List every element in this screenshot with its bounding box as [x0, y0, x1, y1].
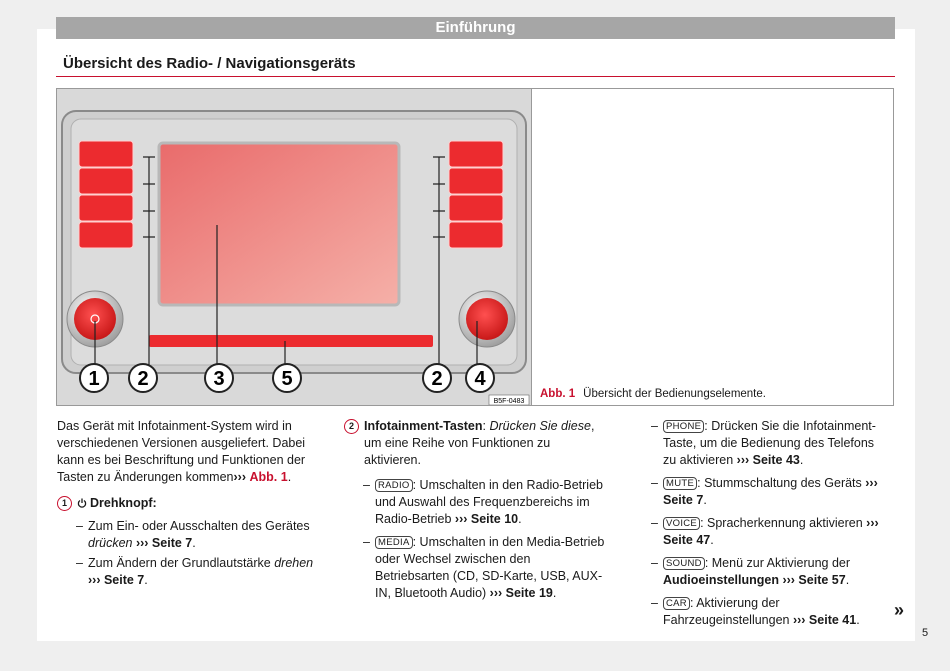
- callout-3: 3: [213, 368, 224, 390]
- radio-key: RADIO: [375, 479, 413, 492]
- radio-entry: –RADIO: Umschalten in den Radio-Betrieb …: [363, 478, 603, 526]
- page-number: 5: [922, 627, 929, 639]
- right-knob: [458, 290, 516, 348]
- callouts: 1 2 3 5 2 4: [79, 363, 495, 393]
- car-entry: –CAR: Aktivierung der Fahrzeugeinstellun…: [651, 596, 860, 627]
- media-entry: –MEDIA: Umschalten in den Media-Betrieb …: [363, 535, 605, 600]
- media-key: MEDIA: [375, 536, 413, 549]
- column-3: –PHONE: Drücken Sie die Infotainment-Tas…: [651, 418, 885, 629]
- mute-key: MUTE: [663, 477, 698, 490]
- page-ref[interactable]: ››› Seite 43: [736, 453, 800, 467]
- caption-text: Übersicht der Bedienungselemente.: [583, 388, 766, 400]
- page-ref[interactable]: ››› Seite 57: [782, 573, 846, 587]
- figure-frame: [56, 88, 894, 406]
- left-knob: [66, 290, 124, 348]
- callout-2-left: 2: [137, 368, 148, 390]
- callout-4: 4: [474, 368, 486, 390]
- display-screen: [157, 141, 401, 307]
- item-number-2: 2: [344, 419, 359, 434]
- page-ref[interactable]: ››› Seite 7: [663, 476, 878, 507]
- callout-5: 5: [281, 368, 292, 390]
- phone-key: PHONE: [663, 420, 705, 433]
- page-ref[interactable]: ››› Seite 7: [135, 536, 193, 550]
- page-ref[interactable]: ››› Seite 41: [792, 613, 857, 627]
- figure-caption: Abb. 1 Übersicht der Bedienungselemente.: [540, 388, 766, 400]
- voice-key: VOICE: [663, 517, 701, 530]
- sound-key: SOUND: [663, 557, 705, 570]
- section-title: Übersicht des Radio- / Navigationsgeräts: [63, 55, 356, 72]
- page-ref[interactable]: ››› Seite 7: [88, 573, 145, 587]
- item-1: 1 Drehknopf:: [57, 495, 319, 512]
- power-icon: [77, 498, 87, 508]
- item-number-1: 1: [57, 496, 72, 511]
- caption-number: Abb. 1: [540, 388, 576, 400]
- figure-separator: [531, 89, 532, 405]
- item-1-title: Drehknopf: [90, 496, 153, 510]
- chapter-header: Einführung: [56, 17, 895, 39]
- figure-link[interactable]: Abb. 1: [249, 470, 288, 484]
- right-buttons: [448, 140, 504, 249]
- column-1: Das Gerät mit Infotainment-System wird i…: [57, 418, 319, 589]
- intro-paragraph: Das Gerät mit Infotainment-System wird i…: [57, 419, 306, 484]
- callout-1: 1: [88, 368, 99, 390]
- section-rule: [56, 76, 895, 77]
- left-buttons: [78, 140, 134, 249]
- cd-slot: [149, 335, 433, 347]
- callout-2-right: 2: [431, 368, 442, 390]
- voice-entry: –VOICE: Spracherkennung aktivieren ››› S…: [651, 516, 879, 547]
- continued-marker: »: [894, 600, 905, 620]
- page-ref[interactable]: ››› Seite 19: [489, 586, 553, 600]
- item-1-sub-2: –Zum Ändern der Grundlautstärke drehen ›…: [76, 556, 314, 587]
- phone-entry: –PHONE: Drücken Sie die Infotainment-Tas…: [651, 419, 876, 467]
- mute-entry: –MUTE: Stummschaltung des Geräts ››› Sei…: [651, 476, 878, 507]
- sound-entry: –SOUND: Menü zur Aktivierung der Audioei…: [651, 556, 851, 587]
- item-1-sub-1: –Zum Ein- oder Ausschalten des Gerätes d…: [76, 519, 310, 550]
- car-key: CAR: [663, 597, 690, 610]
- page-ref[interactable]: ››› Seite 10: [454, 512, 519, 526]
- radio-unit-illustration: 1 2 3 5 2 4 B5F-0483: [57, 89, 531, 405]
- figure-code: B5F-0483: [494, 398, 525, 405]
- page-ref[interactable]: ››› Seite 47: [663, 516, 879, 547]
